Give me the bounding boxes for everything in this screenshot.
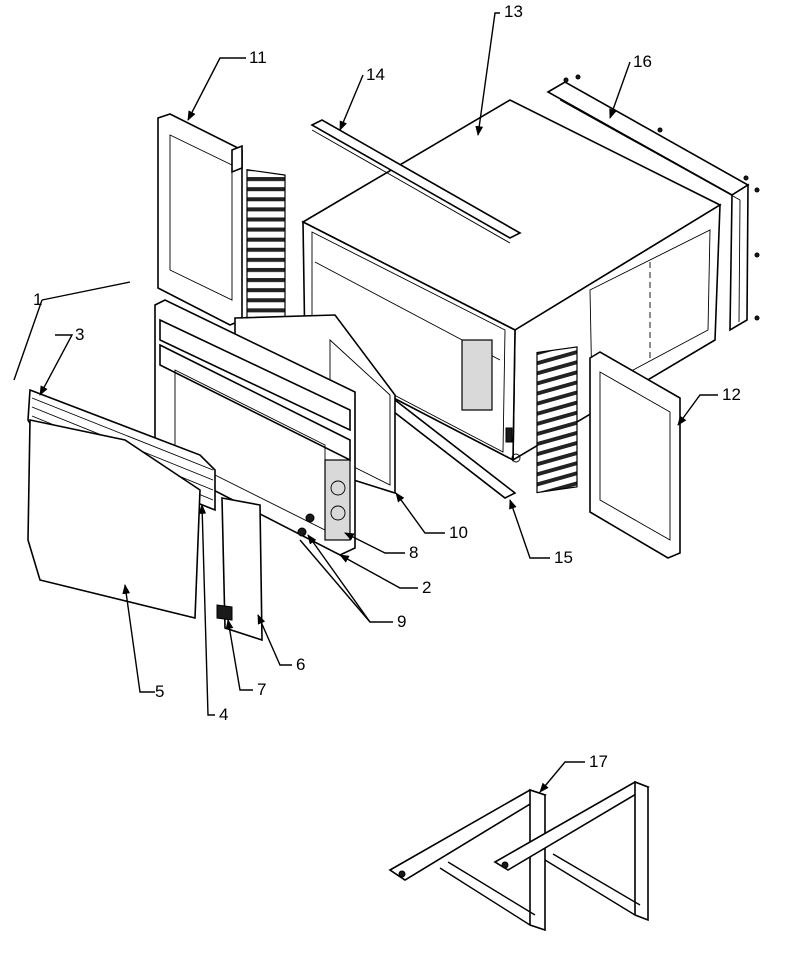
side-grille-part: [221, 497, 263, 642]
label-14: 14: [366, 65, 385, 84]
leader-lines: [13, 12, 718, 793]
rear-panel-part: [546, 74, 760, 332]
label-11: 11: [249, 48, 267, 67]
label-2: 2: [422, 578, 431, 597]
front-grille-part: [27, 419, 201, 620]
label-3: 3: [75, 325, 84, 344]
part-labels: 13 14 16 11 1 3 12 10 8 2 15 9 6 7 5 4 1…: [33, 2, 741, 771]
label-16: 16: [633, 52, 652, 71]
label-10: 10: [449, 523, 468, 542]
right-louver-curtain: [536, 346, 578, 494]
label-4: 4: [219, 705, 228, 724]
support-brackets-part: [388, 780, 650, 932]
label-8: 8: [409, 543, 418, 562]
left-side-frame-part: [157, 113, 243, 326]
label-17: 17: [589, 752, 608, 771]
front-frame-part: [154, 299, 356, 556]
left-louver-curtain: [246, 169, 286, 336]
label-12: 12: [722, 385, 741, 404]
label-1: 1: [33, 290, 42, 309]
label-9: 9: [397, 612, 406, 631]
label-7: 7: [257, 680, 266, 699]
knob-part: [216, 604, 233, 621]
right-side-frame-part: [589, 351, 681, 559]
label-15: 15: [554, 548, 573, 567]
label-13: 13: [504, 2, 523, 21]
label-6: 6: [296, 655, 305, 674]
label-5: 5: [155, 682, 164, 701]
top-rail-part: [310, 119, 522, 244]
cabinet-part: [301, 99, 722, 463]
